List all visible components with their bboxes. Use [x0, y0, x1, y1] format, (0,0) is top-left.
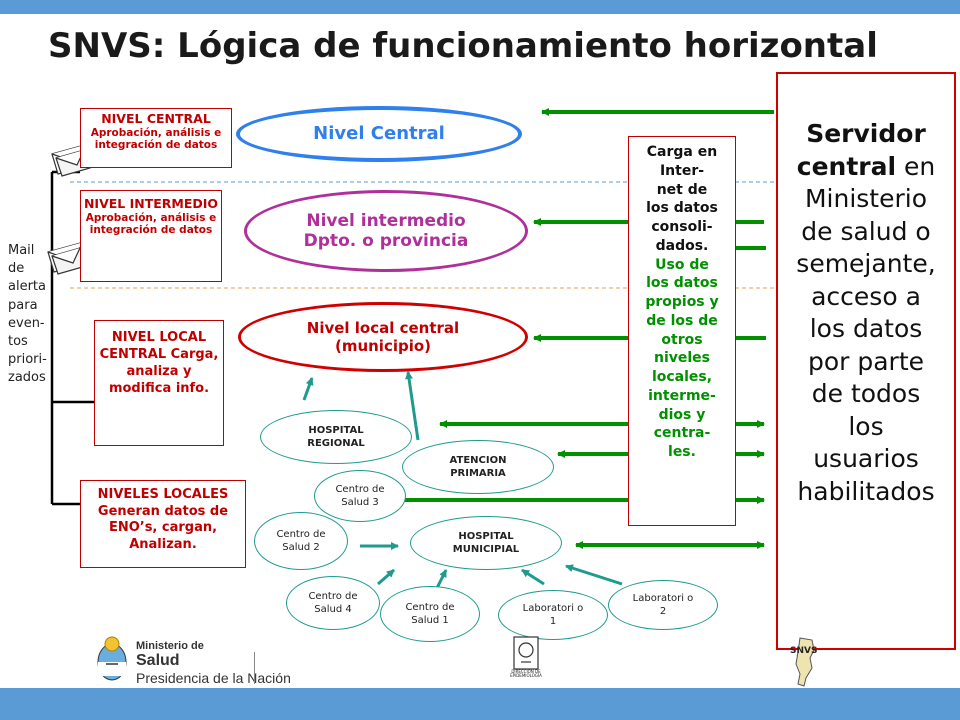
ellipse-nivel-central: Nivel Central — [236, 106, 522, 162]
box-nivel-intermedio: NIVEL INTERMEDIO Aprobación, análisis e … — [80, 190, 222, 282]
box-niveles-locales: NIVELES LOCALES Generan datos de ENO’s, … — [80, 480, 246, 568]
footer-divider — [254, 652, 255, 684]
node-hospital-municipal: HOSPITAL MUNICIPIAL — [410, 516, 562, 570]
ministry-line-2: Salud — [136, 652, 180, 669]
mail-alert-label: Mail de alerta para even- tos priori- za… — [8, 243, 47, 386]
ministry-line-3: Presidencia de la Nación — [136, 670, 291, 686]
node-centro-salud-1: Centro de Salud 1 — [380, 586, 480, 642]
ellipse-nivel-intermedio: Nivel intermedio Dpto. o provincia — [244, 190, 528, 272]
servidor-central-box: Servidor central en Ministerio de salud … — [776, 72, 956, 650]
ellipse-nivel-local: Nivel local central (municipio) — [238, 302, 528, 372]
box-nivel-local-central: NIVEL LOCAL CENTRAL Carga, analiza y mod… — [94, 320, 224, 446]
box-nivel-central: NIVEL CENTRAL Aprobación, análisis e int… — [80, 108, 232, 168]
carga-datos-box: Carga en Inter- net de los datos consoli… — [628, 136, 736, 526]
node-centro-salud-2: Centro de Salud 2 — [254, 512, 348, 570]
top-bar — [0, 0, 960, 14]
node-laboratorio-2: Laboratori o 2 — [608, 580, 718, 630]
snvs-logo: SNVS — [784, 636, 828, 688]
node-centro-salud-4: Centro de Salud 4 — [286, 576, 380, 630]
epidemiology-emblem-icon — [513, 636, 539, 670]
ministry-line-1: Ministerio de — [136, 640, 204, 652]
slide-title: SNVS: Lógica de funcionamiento horizonta… — [48, 26, 878, 66]
epidemiology-logo: DIRECCIÓN DE EPIDEMIOLOGÍA — [508, 636, 544, 684]
node-laboratorio-1: Laboratori o 1 — [498, 590, 608, 640]
bottom-bar — [0, 688, 960, 720]
node-atencion-primaria: ATENCION PRIMARIA — [402, 440, 554, 494]
argentina-coat-of-arms-icon — [97, 636, 127, 681]
node-centro-salud-3: Centro de Salud 3 — [314, 470, 406, 522]
argentina-map-icon — [795, 637, 815, 687]
node-hospital-regional: HOSPITAL REGIONAL — [260, 410, 412, 464]
